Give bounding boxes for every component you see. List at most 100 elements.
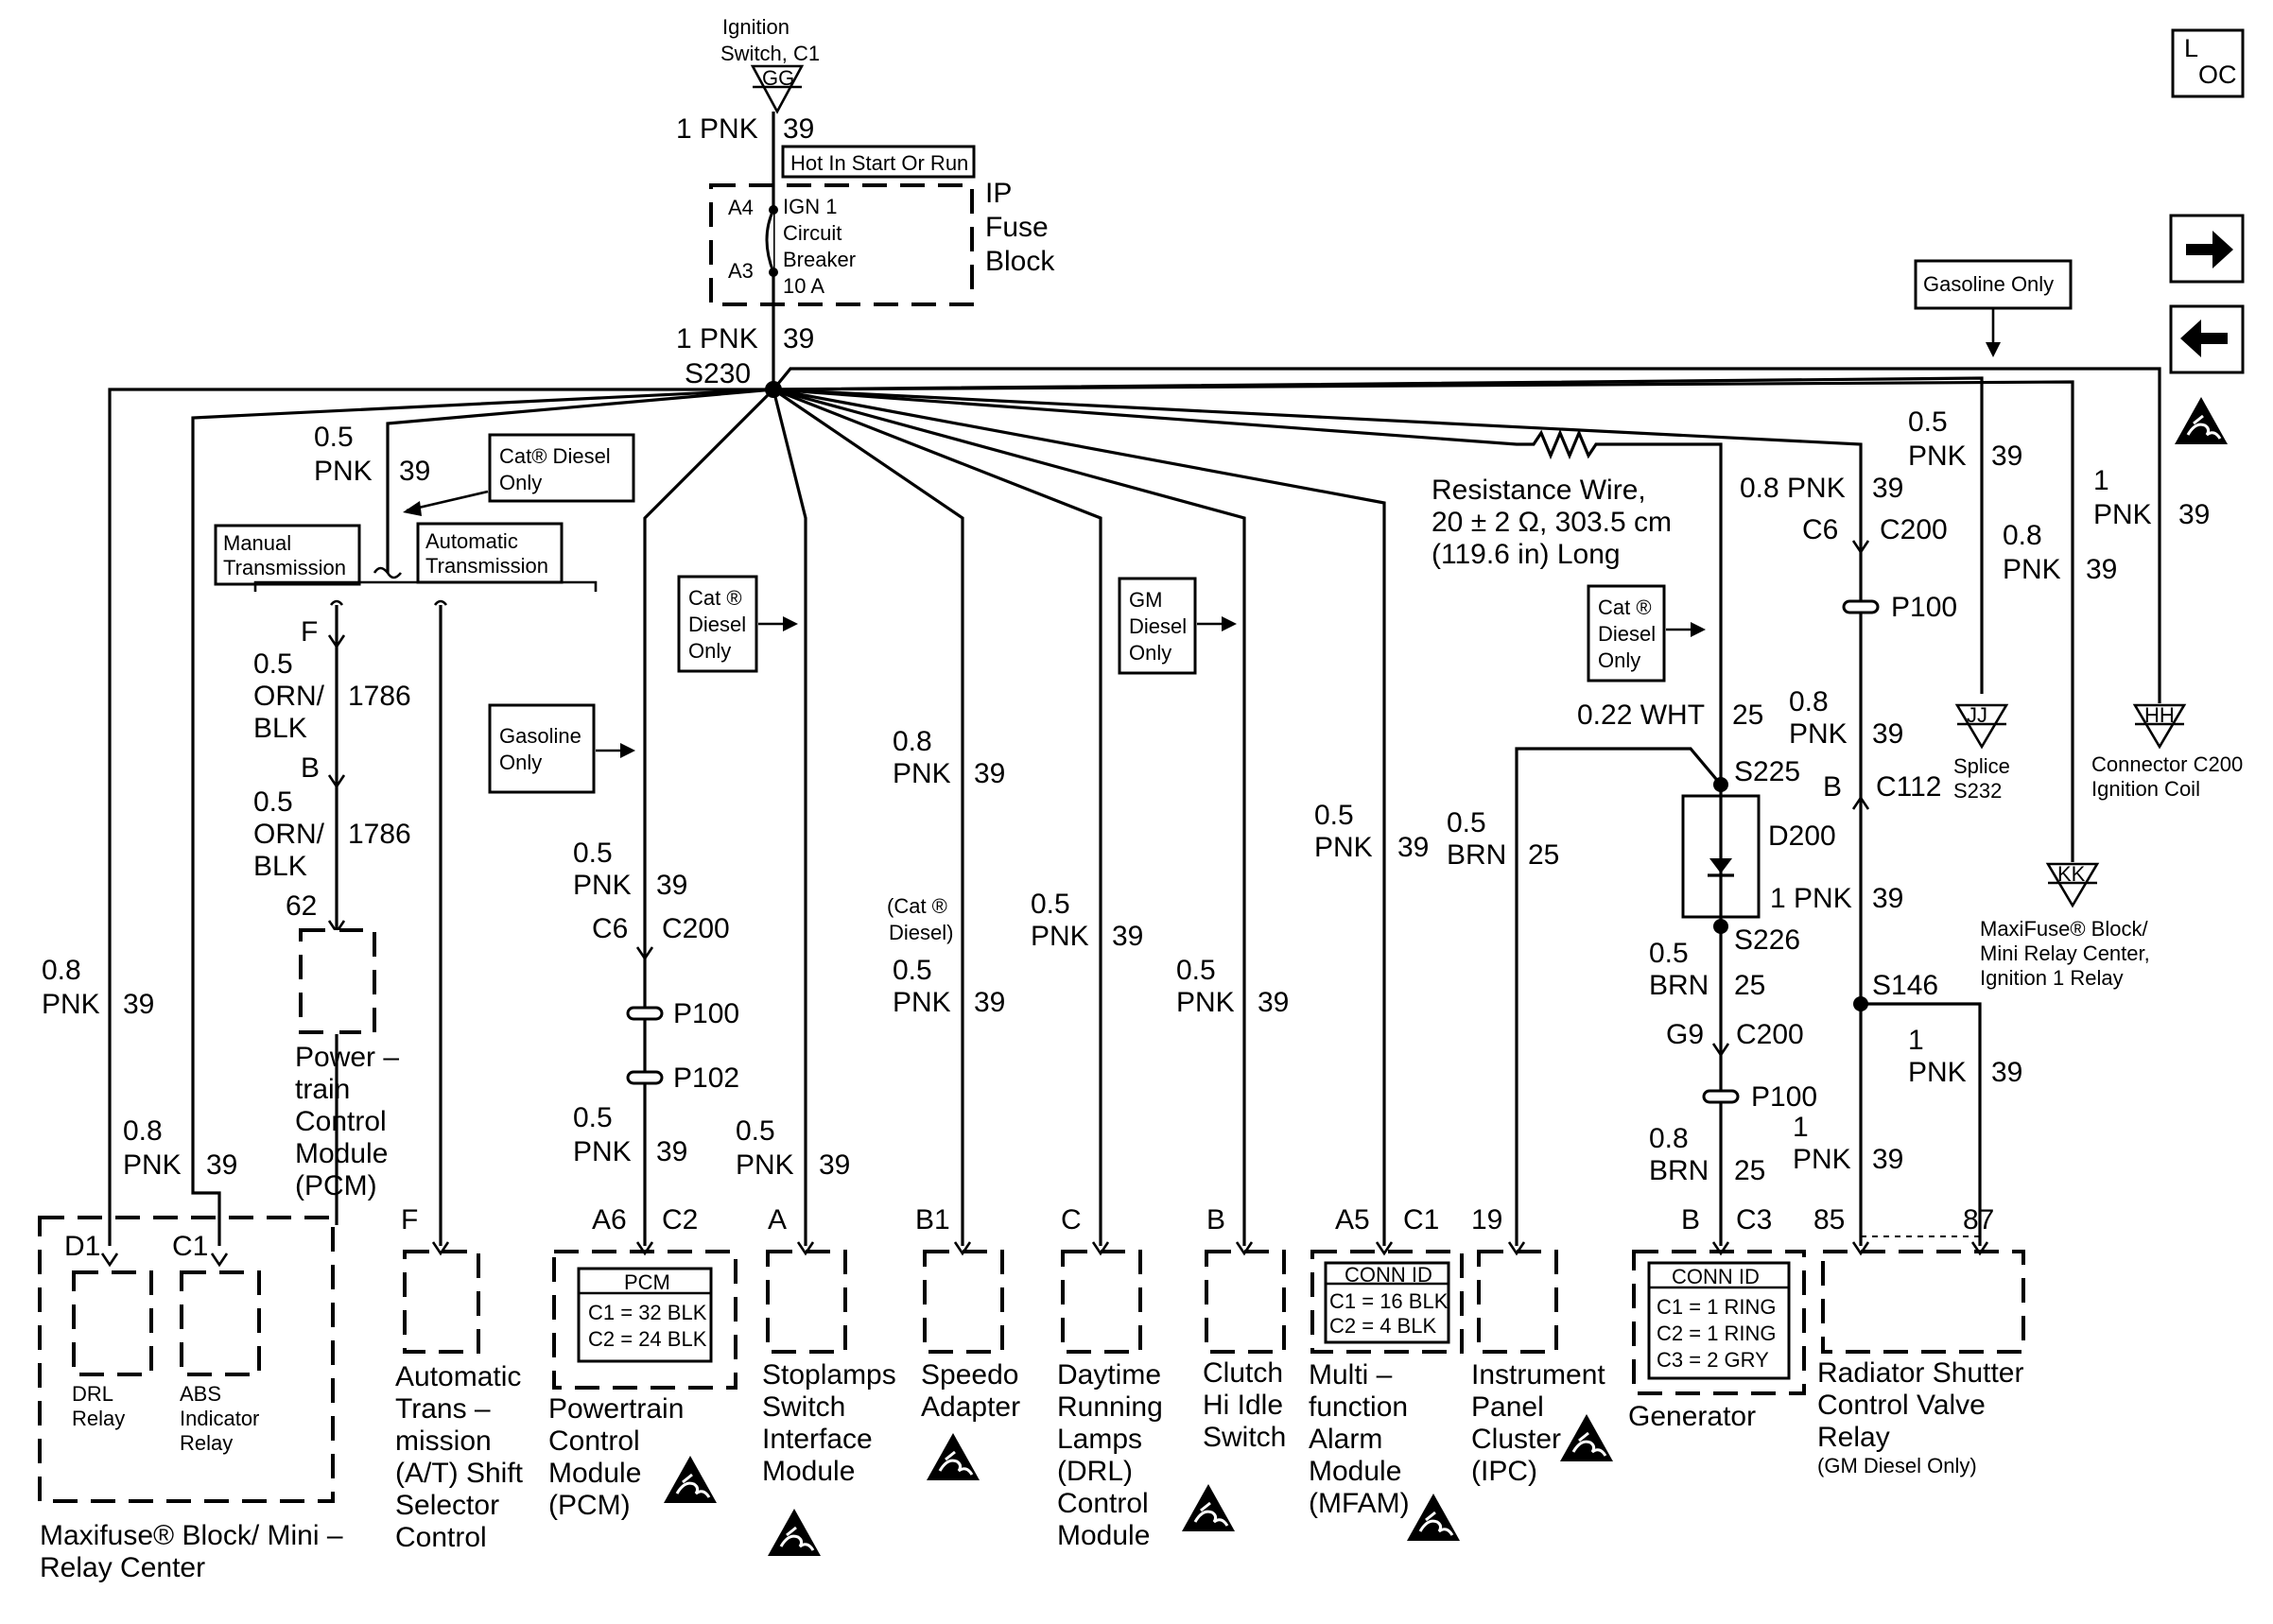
clutch-wire-size: 0.5: [1176, 955, 1216, 986]
wire-stoplamps: [772, 389, 807, 1246]
left2-wire-size: 0.8: [123, 1115, 163, 1147]
kk-wire-size: 0.8: [2003, 520, 2042, 551]
drl-relay-2: Relay: [72, 1407, 125, 1430]
at-label-3: mission: [395, 1425, 492, 1457]
at-label-4: (A/T) Shift: [395, 1458, 524, 1489]
drl-relay-box: [72, 1270, 153, 1376]
s146-label: S146: [1872, 970, 1938, 1001]
grommet-p100-pcm: [626, 1006, 664, 1021]
pcm-wire-size: 0.5: [573, 838, 613, 869]
hh-terminal: [2132, 703, 2187, 750]
ipc-wire-size: 0.5: [1447, 807, 1486, 838]
rad-pin-85: 85: [1813, 1204, 1845, 1235]
at-label-5: Selector: [395, 1490, 499, 1521]
wire-resistance: [772, 388, 1723, 785]
rad-wire5-size: 1: [1793, 1112, 1809, 1143]
gen-wire2-circuit: 25: [1734, 1155, 1765, 1186]
maxifuse-label-1: Maxifuse® Block/ Mini –: [40, 1520, 343, 1551]
stop-wire-circuit: 39: [819, 1149, 850, 1181]
circuit-breaker-symbol: [765, 209, 775, 273]
ign-gg-label: GG: [762, 66, 794, 90]
ipc-pin-19: 19: [1471, 1204, 1502, 1235]
wire-ignition-coil: [772, 367, 2161, 703]
speedo-pin-b1: B1: [915, 1204, 950, 1235]
orn-a-color: ORN/: [253, 681, 325, 712]
mfam-conn-id: [1324, 1261, 1450, 1344]
res-label-1: Resistance Wire,: [1431, 475, 1646, 506]
rad-wire2-color: PNK: [1789, 718, 1848, 750]
rad-pin-87: 87: [1963, 1204, 1994, 1235]
pcm-wire2-size: 0.5: [573, 1102, 613, 1133]
stop-wire-color: PNK: [736, 1149, 794, 1181]
esd-icon-mfam: [1405, 1492, 1462, 1543]
ipc-name-4: (IPC): [1471, 1456, 1537, 1487]
gasoline-only-note: [488, 703, 596, 794]
hot-in-start-box: [781, 145, 976, 179]
pcm-left-1: Power –: [295, 1042, 399, 1073]
mfam-name-2: function: [1309, 1391, 1408, 1423]
drl-relay-1: DRL: [72, 1382, 113, 1406]
pcm-name-4: (PCM): [548, 1490, 631, 1521]
left2-wire-circuit: 39: [206, 1149, 237, 1181]
pcm-wire-circuit: 39: [656, 870, 687, 901]
mfam-pin-c1: C1: [1403, 1204, 1439, 1235]
jj-label: JJ: [1967, 703, 1987, 727]
jj-name-1: Splice: [1953, 754, 2010, 778]
auto-trans-2: Transmission: [425, 554, 548, 578]
at-label-6: Control: [395, 1522, 487, 1553]
cat-diesel-note-b: [677, 575, 758, 673]
pin-f-bottom: F: [401, 1204, 418, 1235]
rad-name-4: (GM Diesel Only): [1817, 1454, 1977, 1477]
option-bracket: [253, 580, 598, 592]
wire-drl-relay: [108, 388, 773, 1246]
rad-wire-circuit: 39: [1872, 473, 1903, 504]
pcm-name-1: Powertrain: [548, 1393, 684, 1425]
jj-wire-color: PNK: [1908, 441, 1967, 472]
jj-wire-size: 0.5: [1908, 406, 1948, 438]
rad-name-1: Radiator Shutter: [1817, 1357, 2023, 1389]
fuse-label-4: 10 A: [783, 274, 824, 298]
mfam-conn-c1: C1 = 16 BLK: [1329, 1289, 1449, 1313]
fuse-label-1: IGN 1: [783, 195, 837, 218]
ipc-box: [1477, 1250, 1558, 1354]
hh-label: HH: [2144, 703, 2175, 727]
orn-b-circuit: 1786: [348, 819, 411, 850]
b-mid: B: [301, 752, 320, 784]
ign-switch-label-1: Ignition: [722, 15, 789, 39]
stoplamps-box: [766, 1250, 847, 1354]
fuse-a3: A3: [728, 259, 754, 283]
gen-wire2-color: BRN: [1649, 1155, 1709, 1186]
generator-name: Generator: [1628, 1401, 1756, 1432]
ign-switch-label-2: Switch, C1: [720, 42, 820, 65]
speedo-wire-size: 0.8: [893, 726, 932, 757]
fuse-label-2: Circuit: [783, 221, 842, 245]
wire-rad-87: [1861, 1002, 1982, 1246]
pcm-c200: C200: [662, 913, 730, 944]
rad-wire4-color: PNK: [1908, 1057, 1967, 1088]
cat-diesel-note-a: [488, 433, 635, 503]
gen-wire-size: 0.5: [1649, 938, 1689, 969]
orn-b-size: 0.5: [253, 786, 293, 818]
loc-icon: [2171, 28, 2245, 98]
mfam-name-4: Module: [1309, 1456, 1401, 1487]
gen-conn-c3: C3 = 2 GRY: [1657, 1348, 1769, 1372]
left-wire-color: PNK: [42, 989, 100, 1020]
fuse-a4: A4: [728, 196, 754, 219]
drl-pin-c: C: [1061, 1204, 1082, 1235]
generator-box: [1632, 1250, 1806, 1395]
pcm-pin-c2: C2: [662, 1204, 698, 1235]
loc-oc: OC: [2198, 60, 2237, 89]
speedo-wire2-circuit: 39: [974, 987, 1005, 1018]
mfam-box: [1310, 1250, 1464, 1354]
orn-a-size: 0.5: [253, 648, 293, 680]
auto-trans-1: Automatic: [425, 529, 518, 553]
pcm-p102: P102: [673, 1063, 739, 1094]
pcm-name-3: Module: [548, 1458, 641, 1489]
s226-label: S226: [1734, 924, 1800, 956]
pcm-wire2-circuit: 39: [656, 1136, 687, 1167]
clutch-wire-color: PNK: [1176, 987, 1235, 1018]
wire-ipc: [1515, 747, 1723, 1246]
splice-s226: [1713, 919, 1728, 934]
speedo-wire2-color: PNK: [893, 987, 951, 1018]
esd-icon-stoplamps: [766, 1507, 823, 1558]
